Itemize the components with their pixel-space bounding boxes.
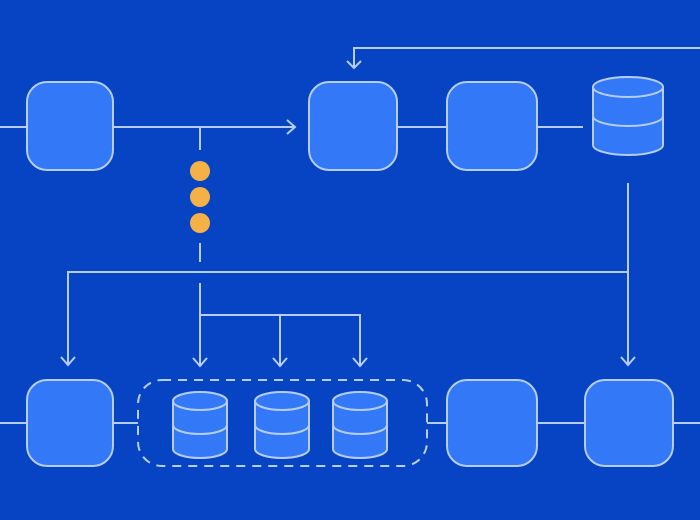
node-bottom-middle[interactable] [446, 379, 538, 467]
node-top-middle-2[interactable] [446, 81, 538, 171]
arrowhead-db-2 [272, 357, 288, 368]
arrowhead-bottom-right [620, 356, 636, 367]
node-bottom-db-3[interactable] [332, 391, 388, 459]
edge-to-bottom-left [67, 271, 628, 364]
edge-fanout-horizontal [200, 314, 361, 365]
arrowhead-feedback-top [346, 60, 362, 70]
node-bottom-db-1[interactable] [172, 391, 228, 459]
dot-1 [190, 161, 210, 181]
dot-2 [190, 187, 210, 207]
arrowhead-topmiddle [286, 119, 297, 135]
connectors [0, 47, 700, 424]
dot-3 [190, 213, 210, 233]
replica-group-frame [137, 379, 428, 467]
arrowhead-db-3 [352, 357, 368, 368]
edge-feedback-top [353, 47, 700, 68]
arrowhead-db-1 [192, 357, 208, 368]
arrowhead-bottom-left [60, 356, 76, 367]
node-bottom-right[interactable] [584, 379, 674, 467]
node-top-middle-1[interactable] [308, 81, 398, 171]
node-bottom-db-2[interactable] [254, 391, 310, 459]
node-top-left[interactable] [26, 81, 114, 171]
node-bottom-left[interactable] [26, 379, 114, 467]
progress-dots [190, 161, 210, 233]
node-top-right-database[interactable] [592, 76, 664, 156]
